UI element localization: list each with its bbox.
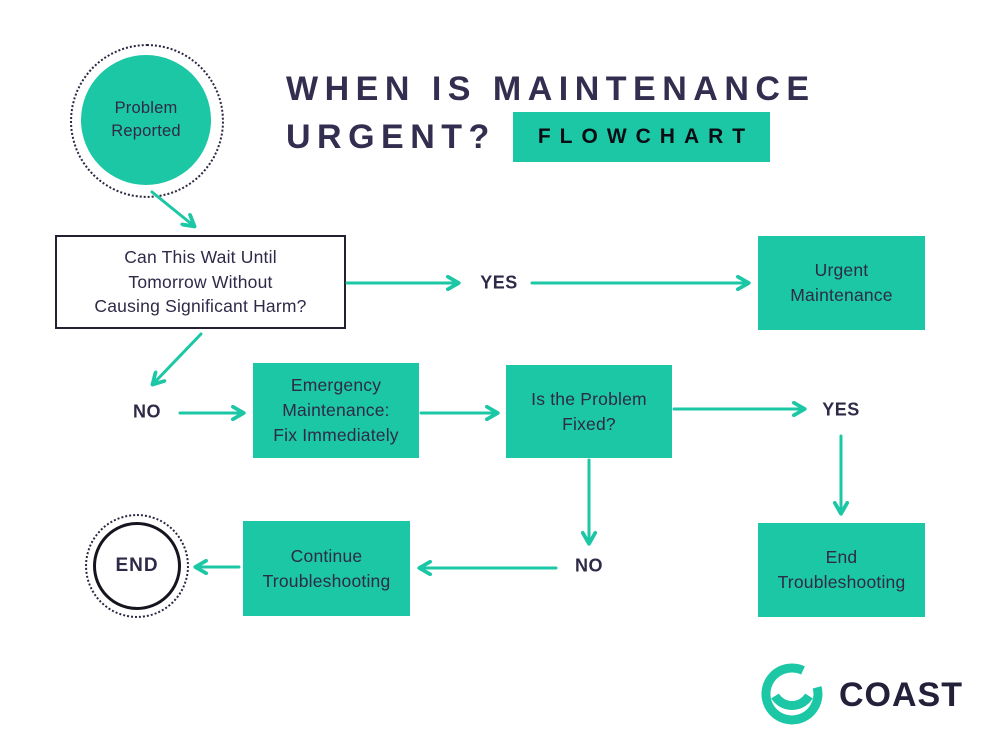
title-line-2: URGENT? <box>286 118 496 156</box>
decision-node-can-this-wait: Can This Wait Until Tomorrow Without Cau… <box>55 235 346 329</box>
node-end-troubleshooting: End Troubleshooting <box>758 523 925 617</box>
edge-label-yes-urgent: YES <box>480 272 518 293</box>
start-node-dotted-ring <box>70 44 224 198</box>
end-node-dotted-ring <box>85 514 189 618</box>
coast-logo-icon <box>761 663 823 725</box>
flowchart-badge: FLOWCHART <box>512 112 771 162</box>
node-emergency-maintenance: Emergency Maintenance: Fix Immediately <box>253 363 419 458</box>
edge-label-no-emergency: NO <box>133 401 161 422</box>
coast-logo: COAST <box>760 662 963 726</box>
edge-label-yes-end: YES <box>822 399 860 420</box>
page-title: WHEN IS MAINTENANCE URGENT? FLOWCHART <box>286 68 816 162</box>
arrow-decision-to-no <box>153 332 203 384</box>
node-urgent-maintenance: Urgent Maintenance <box>758 236 925 330</box>
end-node: END <box>93 522 181 610</box>
coast-logo-text: COAST <box>839 675 963 714</box>
start-node-problem-reported: Problem Reported <box>81 55 211 185</box>
node-continue-troubleshooting: Continue Troubleshooting <box>243 521 410 616</box>
node-is-problem-fixed: Is the Problem Fixed? <box>506 365 672 458</box>
edge-label-no-continue: NO <box>575 555 603 576</box>
title-line-1: WHEN IS MAINTENANCE <box>286 70 816 108</box>
